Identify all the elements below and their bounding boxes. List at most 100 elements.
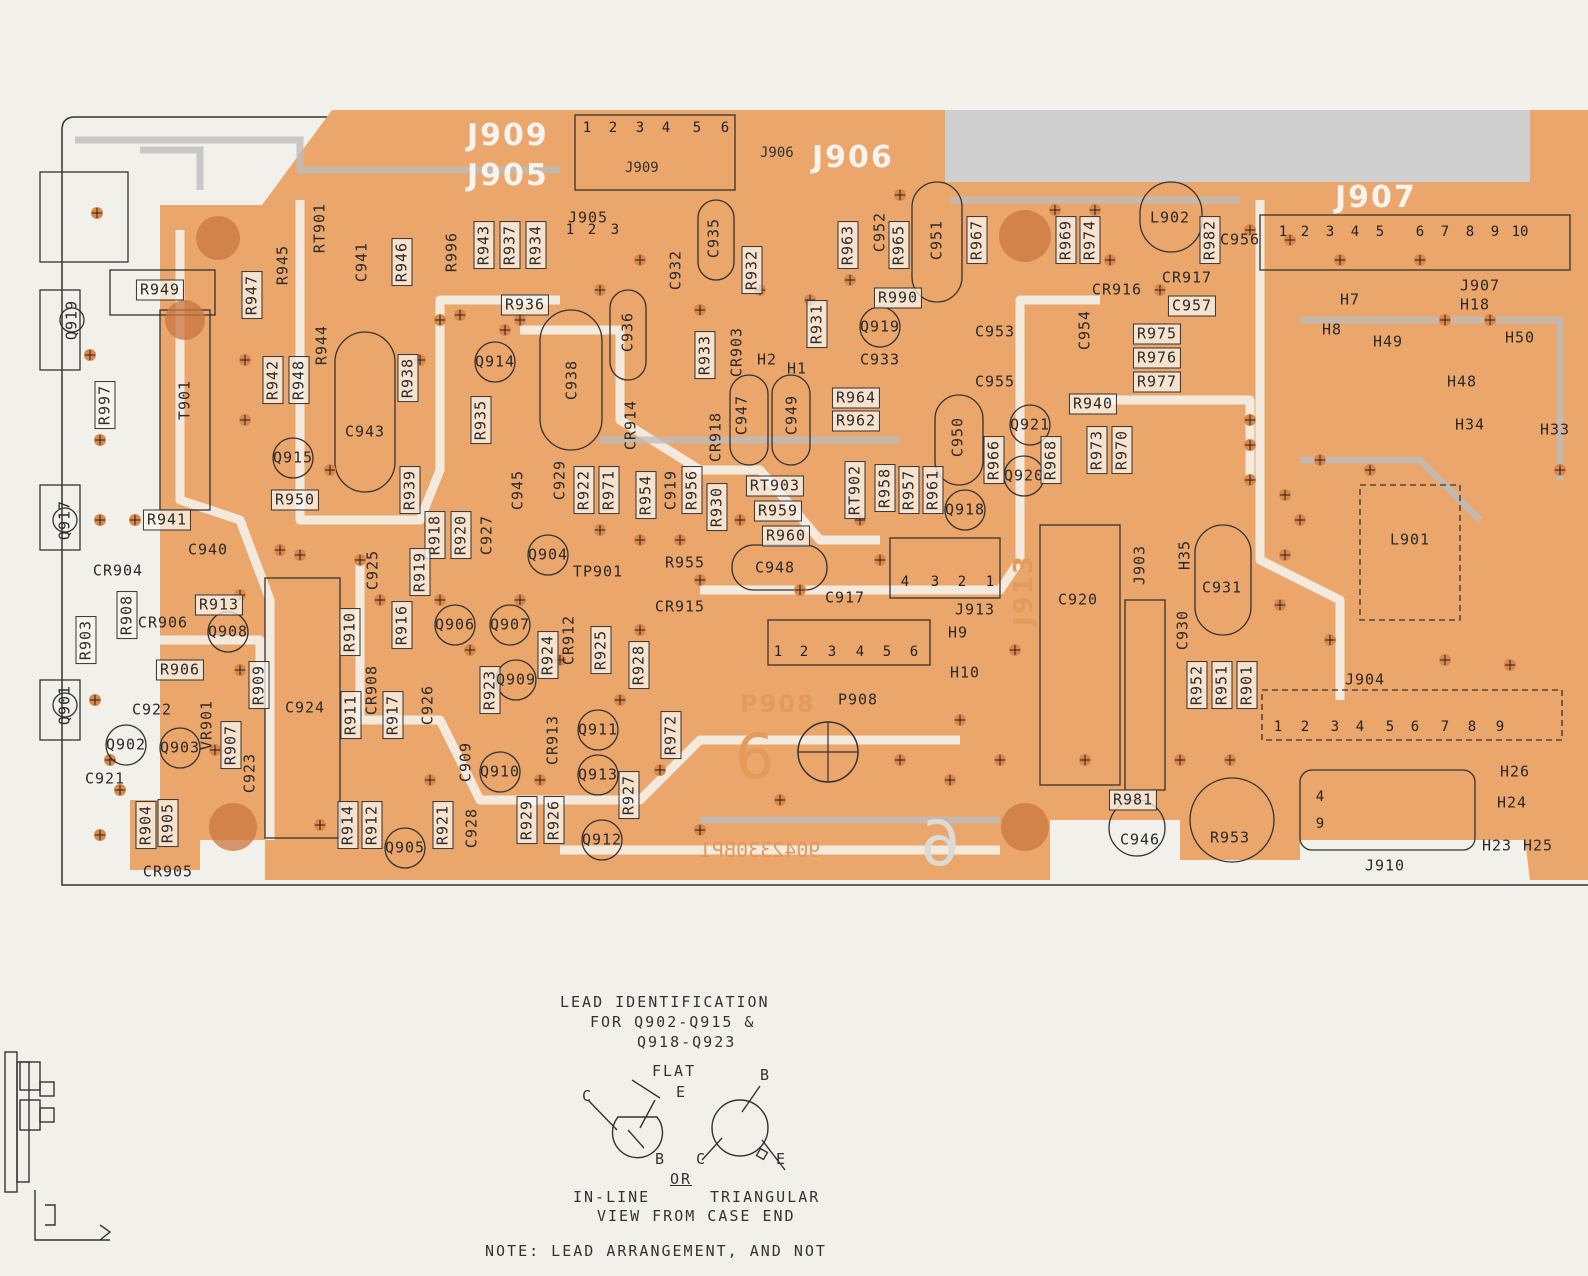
lead-id-title-2: FOR Q902-Q915 & <box>590 1013 756 1031</box>
inline-transistor-symbol <box>587 1079 664 1159</box>
component-label-h18: H18 <box>1459 295 1491 314</box>
component-label-j904: J904 <box>1344 670 1386 689</box>
transistor-outline <box>577 709 619 751</box>
component-label-r959: R959 <box>753 500 803 522</box>
component-label-c931: C931 <box>1201 578 1243 597</box>
component-label-r981: R981 <box>1108 789 1158 811</box>
component-label-q902: Q902 <box>105 735 147 754</box>
component-label-c945: C945 <box>508 469 527 511</box>
lead-arrangement-note: NOTE: LEAD ARRANGEMENT, AND NOT <box>485 1242 827 1260</box>
part-number-mirrored: 9042330BP1 <box>700 838 821 862</box>
component-label-q908: Q908 <box>207 622 249 641</box>
component-label-r909: R909 <box>248 660 270 710</box>
component-label-r913: R913 <box>194 594 244 616</box>
component-label-r906: R906 <box>155 659 205 681</box>
j907-title: J907 <box>1335 180 1417 215</box>
component-label-vr901: VR901 <box>197 699 216 751</box>
component-label-r956: R956 <box>681 465 703 515</box>
component-label-tp901: TP901 <box>572 562 624 581</box>
component-label-c932: C932 <box>666 249 685 291</box>
component-label-c925: C925 <box>363 549 382 591</box>
board-outline <box>61 116 1588 886</box>
component-label-r901: R901 <box>1236 660 1258 710</box>
j904-pin-number: 2 <box>1300 719 1310 735</box>
component-label-r937: R937 <box>499 220 521 270</box>
j907-pin-number: 3 <box>1325 224 1335 240</box>
j907-pin-number: 9 <box>1490 224 1500 240</box>
component-label-r943: R943 <box>473 220 495 270</box>
component-label-h23: H23 <box>1481 836 1513 855</box>
component-label-r944: R944 <box>312 324 331 366</box>
j904-pin-number: 8 <box>1467 719 1477 735</box>
component-label-r928: R928 <box>628 640 650 690</box>
j909-title: J909 <box>467 118 549 153</box>
component-label-r939: R939 <box>399 465 421 515</box>
component-label-c946: C946 <box>1119 830 1161 849</box>
j907-pin-number: 7 <box>1440 224 1450 240</box>
j905-pin-number: 3 <box>610 222 620 238</box>
component-label-r975: R975 <box>1132 323 1182 345</box>
component-label-r927: R927 <box>618 770 640 820</box>
j907-pin-number: 10 <box>1511 224 1529 240</box>
component-label-r972: R972 <box>660 710 682 760</box>
component-label-r948: R948 <box>288 355 310 405</box>
component-label-r922: R922 <box>573 465 595 515</box>
component-label-c933: C933 <box>859 350 901 369</box>
side-view-drawing <box>4 1051 112 1241</box>
component-label-c924: C924 <box>284 698 326 717</box>
component-label-r934: R934 <box>525 220 547 270</box>
component-label-h33: H33 <box>1539 420 1571 439</box>
component-label-r916: R916 <box>391 600 413 650</box>
component-label-r961: R961 <box>922 465 944 515</box>
component-label-c941: C941 <box>352 241 371 283</box>
component-label-c950: C950 <box>948 416 967 458</box>
component-label-r921: R921 <box>432 800 454 850</box>
component-label-c949: C949 <box>782 394 801 436</box>
component-label-r973: R973 <box>1086 425 1108 475</box>
component-label-c956: C956 <box>1219 230 1261 249</box>
p908-pin-number: 5 <box>882 644 892 660</box>
component-label-r911: R911 <box>340 690 362 740</box>
transistor-outline <box>434 604 476 646</box>
component-label-r947: R947 <box>241 270 263 320</box>
component-label-q918: Q918 <box>944 500 986 519</box>
component-label-h8: H8 <box>1321 320 1343 339</box>
component-label-r977: R977 <box>1132 371 1182 393</box>
component-label-r967: R967 <box>966 215 988 265</box>
component-label-r907: R907 <box>220 720 242 770</box>
lead-id-title-1: LEAD IDENTIFICATION <box>560 993 770 1011</box>
view-note: VIEW FROM CASE END <box>597 1207 796 1225</box>
component-label-r974: R974 <box>1079 215 1101 265</box>
component-label-l901: L901 <box>1389 530 1431 549</box>
component-label-rt902: RT902 <box>844 460 866 520</box>
j913-pin-number: 2 <box>957 574 967 590</box>
component-label-r976: R976 <box>1132 347 1182 369</box>
component-label-c957: C957 <box>1167 295 1217 317</box>
component-label-r903: R903 <box>75 615 97 665</box>
j907-pin-number: 1 <box>1278 224 1288 240</box>
flat-label: FLAT <box>652 1062 697 1080</box>
p908-title: P908 <box>740 690 816 718</box>
component-label-c923: C923 <box>240 752 259 794</box>
j905-title: J905 <box>467 158 549 193</box>
component-label-r932: R932 <box>741 245 763 295</box>
component-label-r904: R904 <box>135 800 157 850</box>
component-label-h7: H7 <box>1339 290 1361 309</box>
component-label-r971: R971 <box>598 465 620 515</box>
triangular-label: TRIANGULAR <box>710 1188 821 1206</box>
component-label-r990: R990 <box>873 287 923 309</box>
component-label-q919: Q919 <box>859 317 901 336</box>
transistor-outline <box>527 534 569 576</box>
inline-label: IN-LINE <box>573 1188 651 1206</box>
component-label-q920: Q920 <box>1003 466 1045 485</box>
component-label-h2: H2 <box>756 350 778 369</box>
component-label-c919: C919 <box>661 469 680 511</box>
component-label-cr912: CR912 <box>559 614 578 666</box>
component-label-cr904: CR904 <box>92 561 144 580</box>
component-label-r912: R912 <box>361 800 383 850</box>
component-label-c938: C938 <box>562 359 581 401</box>
component-label-r949: R949 <box>135 279 185 301</box>
transistor-outline <box>59 307 85 333</box>
component-label-c940: C940 <box>187 540 229 559</box>
component-label-r964: R964 <box>831 387 881 409</box>
